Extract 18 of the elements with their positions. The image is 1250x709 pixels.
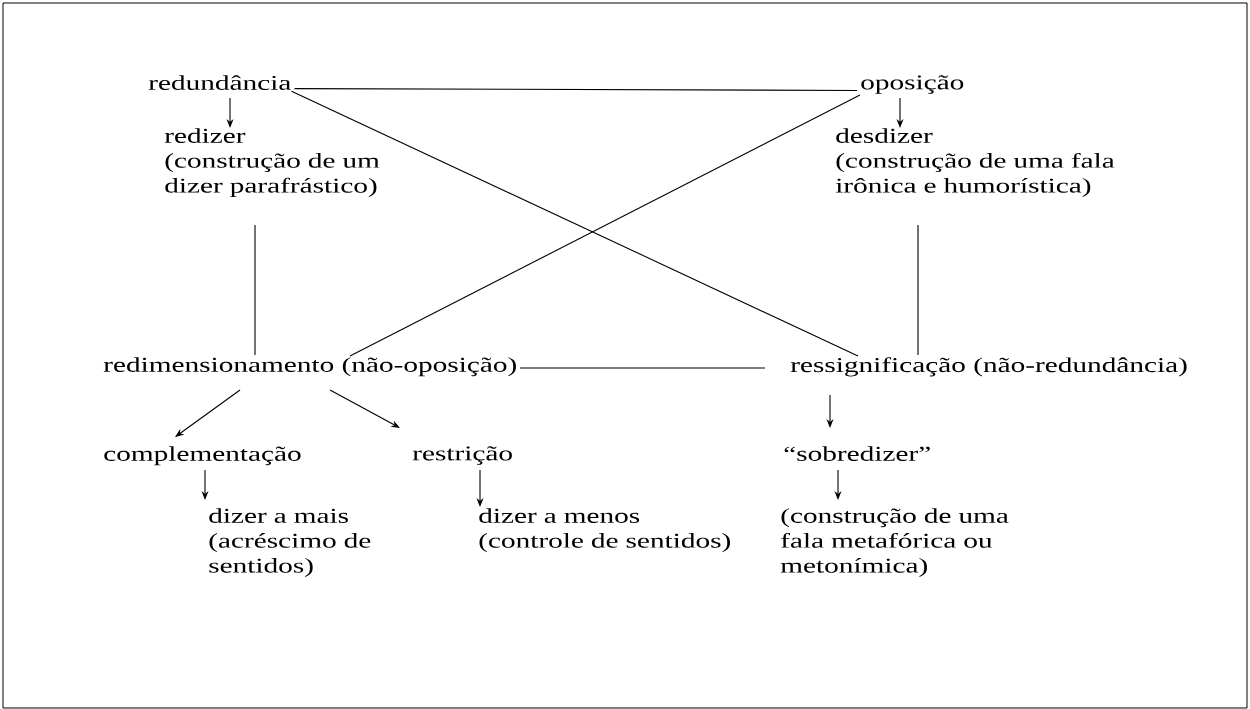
connector-line bbox=[293, 88, 858, 91]
arrow bbox=[175, 389, 241, 437]
concept-label: redimensionamento (não-oposição) bbox=[103, 357, 516, 377]
arrow bbox=[329, 389, 400, 428]
concept-label: oposição bbox=[861, 75, 964, 94]
concept-label: desdizer (construção de uma fala irônica e humorística) bbox=[835, 128, 1115, 197]
concept-label: “sobredizer” bbox=[784, 446, 930, 461]
connector-line bbox=[254, 224, 256, 356]
concept-label: restrição bbox=[412, 446, 512, 465]
concept-label: complementação bbox=[104, 446, 301, 466]
connector-line bbox=[917, 224, 919, 356]
concept-label: redizer (construção de um dizer parafrástico) bbox=[164, 128, 380, 197]
concept-label: dizer a menos (controle de sentidos) bbox=[479, 508, 730, 553]
concept-label: (construção de uma fala metafórica ou metonímica) bbox=[780, 508, 1009, 577]
concept-label: redundância bbox=[148, 75, 291, 90]
concept-label: dizer a mais (acréscimo de sentidos) bbox=[209, 508, 371, 577]
connector-line bbox=[519, 367, 766, 369]
concept-label: ressignificação (não-redundância) bbox=[790, 357, 1187, 377]
